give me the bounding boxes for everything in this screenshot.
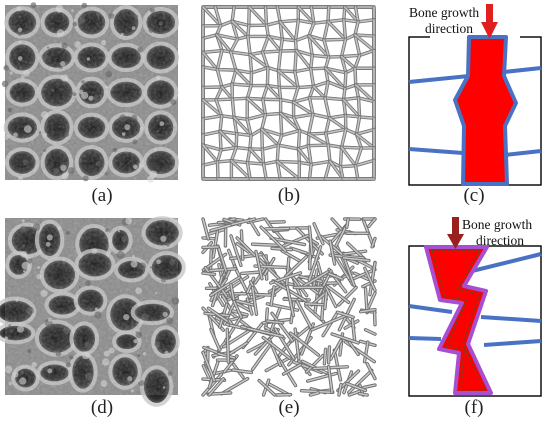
panel-a-caption: (a) [91,185,112,206]
regular-lattice-image [201,5,376,181]
strut [408,336,442,341]
panel-d: (d) [0,216,186,418]
growth-label-line2: direction [476,233,524,248]
strut [408,74,470,84]
panel-b-caption: (b) [278,185,300,206]
bone-core [431,249,487,391]
growth-label-line2: direction [425,21,473,36]
panel-f: Bone growth direction (f) [408,217,542,418]
strut [503,66,542,74]
down-arrow-icon [447,217,464,249]
sem-image-random [0,216,186,407]
random-lattice-image [201,217,377,397]
panel-e: (e) [201,217,377,418]
strut [504,149,542,157]
down-arrow-icon [481,4,498,39]
panel-a: (a) [1,2,180,206]
straight-pore-schematic: Bone growth direction [408,4,542,186]
strut [467,252,542,274]
growth-label-line1: Bone growth [409,5,479,20]
panel-c-caption: (c) [463,185,484,206]
sem-image-regular [1,2,180,183]
zigzag-pore-schematic: Bone growth direction [408,217,542,397]
panel-f-caption: (f) [465,397,484,418]
strut [408,304,453,314]
panel-b: (b) [201,5,376,206]
growth-label-line1: Bone growth [462,217,532,232]
strut [480,315,542,323]
strut [483,339,542,347]
panel-c: Bone growth direction (c) [408,4,542,206]
strut [408,147,464,155]
panel-d-caption: (d) [91,397,113,418]
bone-filled-pore [453,35,518,186]
panel-e-caption: (e) [278,397,299,418]
